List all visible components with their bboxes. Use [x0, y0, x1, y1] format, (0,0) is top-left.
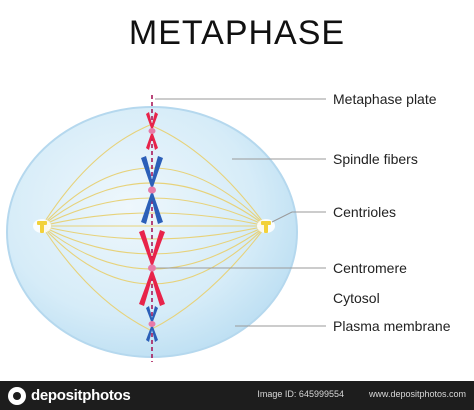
chromosome-1	[146, 112, 158, 150]
chromosome-2	[141, 156, 163, 224]
watermark-footer: depositphotos Image ID: 645999554 www.de…	[0, 381, 474, 410]
leader-lines	[155, 98, 326, 327]
label-centrioles: Centrioles	[333, 204, 397, 220]
logo-mark-icon	[8, 386, 26, 405]
centriole-right	[257, 219, 275, 233]
label-cytosol: Cytosol	[333, 290, 380, 306]
label-plasma-membrane: Plasma membrane	[333, 318, 451, 334]
label-metaphase-plate: Metaphase plate	[333, 91, 437, 107]
chromosome-4	[146, 306, 158, 342]
leader-centrioles	[271, 211, 326, 223]
label-centromere: Centromere	[333, 260, 407, 276]
site-url: www.depositphotos.com	[368, 389, 466, 399]
depositphotos-logo: depositphotos	[8, 385, 131, 406]
logo-text: depositphotos	[31, 387, 131, 404]
metaphase-diagram	[6, 95, 326, 362]
label-spindle-fibers: Spindle fibers	[333, 151, 418, 167]
page-title: METAPHASE	[128, 14, 346, 52]
chromosome-3	[139, 230, 165, 306]
centriole-left	[33, 219, 51, 233]
image-id: Image ID: 645999554	[257, 389, 344, 399]
